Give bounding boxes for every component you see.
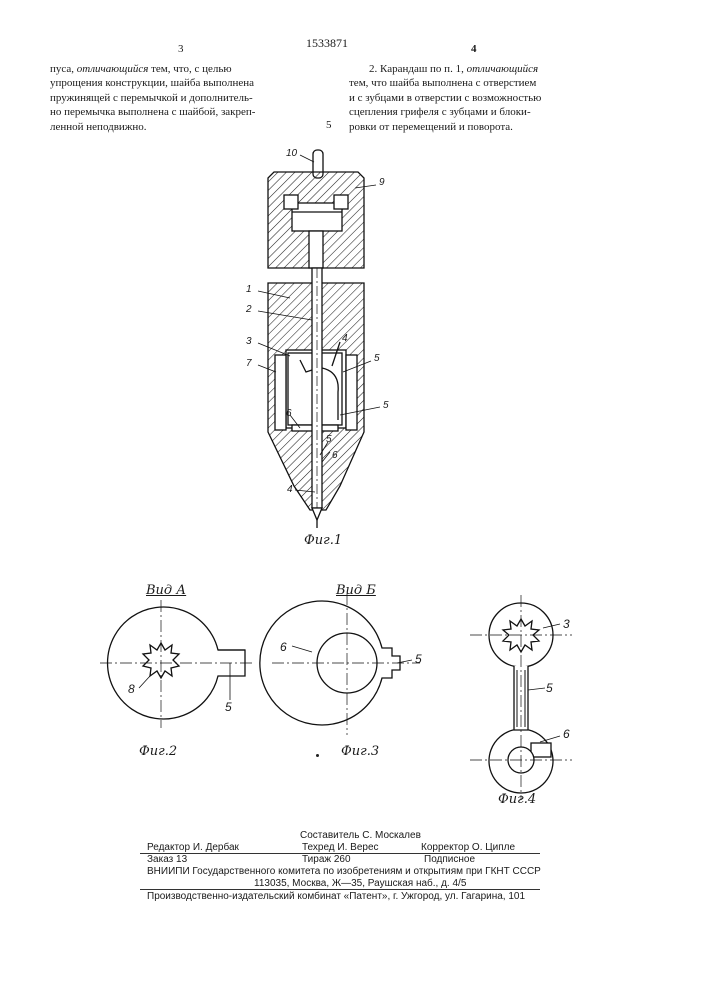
footer-subscription: Подписное xyxy=(424,854,475,865)
figure-4-caption: Фиг.4 xyxy=(498,792,536,807)
footer-institute: ВНИИПИ Государственного комитета по изоб… xyxy=(147,866,541,877)
footer-corrector: Корректор О. Ципле xyxy=(421,842,515,853)
footer-circulation: Тираж 260 xyxy=(302,854,351,865)
callout-5-fig4: 5 xyxy=(546,681,553,695)
footer-printer: Производственно-издательский комбинат «П… xyxy=(147,891,525,902)
footer-techred: Техред И. Верес xyxy=(302,842,379,853)
footer-composer: Составитель С. Москалев xyxy=(300,830,421,841)
footer-divider-2 xyxy=(140,889,540,890)
footer-order: Заказ 13 xyxy=(147,854,187,865)
callout-6-fig4: 6 xyxy=(563,727,570,741)
footer-address: 113035, Москва, Ж—35, Раушская наб., д. … xyxy=(254,878,466,889)
footer-editor: Редактор И. Дербак xyxy=(147,842,239,853)
callout-3-fig4: 3 xyxy=(563,617,570,631)
